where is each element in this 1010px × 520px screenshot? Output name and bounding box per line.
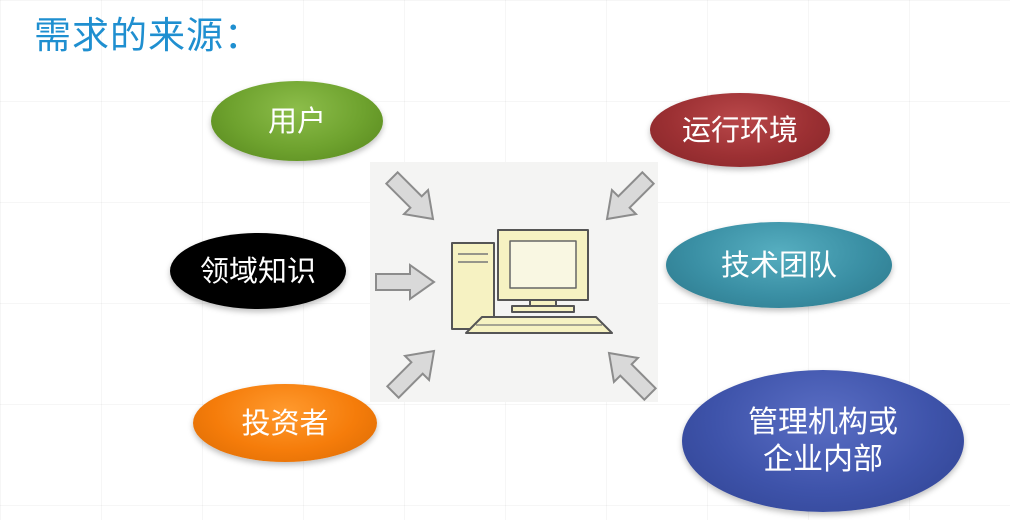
computer-icon bbox=[451, 229, 613, 334]
source-tech-team: 技术团队 bbox=[666, 222, 892, 308]
source-user: 用户 bbox=[211, 81, 383, 161]
arrow-from-user bbox=[378, 164, 447, 233]
arrow-from-runtime-environment bbox=[593, 164, 662, 233]
source-org-label: 管理机构或 企业内部 bbox=[748, 404, 898, 478]
arrow-from-domain-knowledge bbox=[375, 264, 435, 300]
source-user-label: 用户 bbox=[267, 103, 326, 138]
source-investor-label: 投资者 bbox=[241, 405, 329, 440]
source-investor: 投资者 bbox=[193, 384, 377, 462]
slide-title: 需求的来源： bbox=[34, 14, 262, 57]
source-domain-knowledge: 领域知识 bbox=[170, 233, 346, 309]
source-runtime-environment: 运行环境 bbox=[650, 93, 830, 167]
arrow-from-org bbox=[595, 339, 664, 408]
source-runtime-environment-label: 运行环境 bbox=[681, 112, 798, 147]
source-domain-knowledge-label: 领域知识 bbox=[199, 253, 316, 288]
arrow-from-investor bbox=[379, 337, 448, 406]
source-org: 管理机构或 企业内部 bbox=[682, 370, 964, 512]
source-tech-team-label: 技术团队 bbox=[720, 247, 837, 282]
